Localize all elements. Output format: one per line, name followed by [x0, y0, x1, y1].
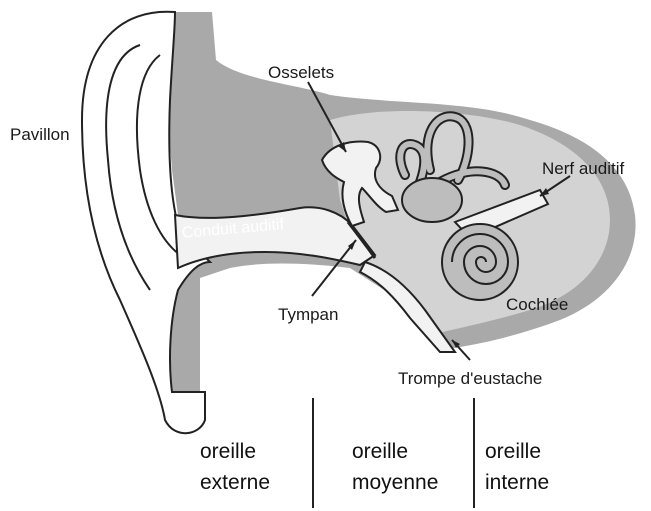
label-pavillon: Pavillon — [10, 126, 70, 143]
cochlea-outer — [442, 224, 518, 300]
label-tympan: Tympan — [278, 306, 338, 323]
label-trompe-eustache: Trompe d'eustache — [398, 370, 542, 387]
label-nerf-auditif: Nerf auditif — [542, 160, 624, 177]
region-oreille-moyenne: oreille moyenne — [352, 436, 438, 498]
label-cochlee: Cochlée — [506, 296, 568, 313]
region-interne-line1: oreille — [485, 436, 549, 467]
region-moyenne-line1: oreille — [352, 436, 438, 467]
region-oreille-interne: oreille interne — [485, 436, 549, 498]
region-externe-line1: oreille — [200, 436, 270, 467]
region-oreille-externe: oreille externe — [200, 436, 270, 498]
region-moyenne-line2: moyenne — [352, 467, 438, 498]
label-osselets: Osselets — [268, 64, 334, 81]
vestibule — [402, 178, 462, 222]
region-externe-line2: externe — [200, 467, 270, 498]
region-interne-line2: interne — [485, 467, 549, 498]
